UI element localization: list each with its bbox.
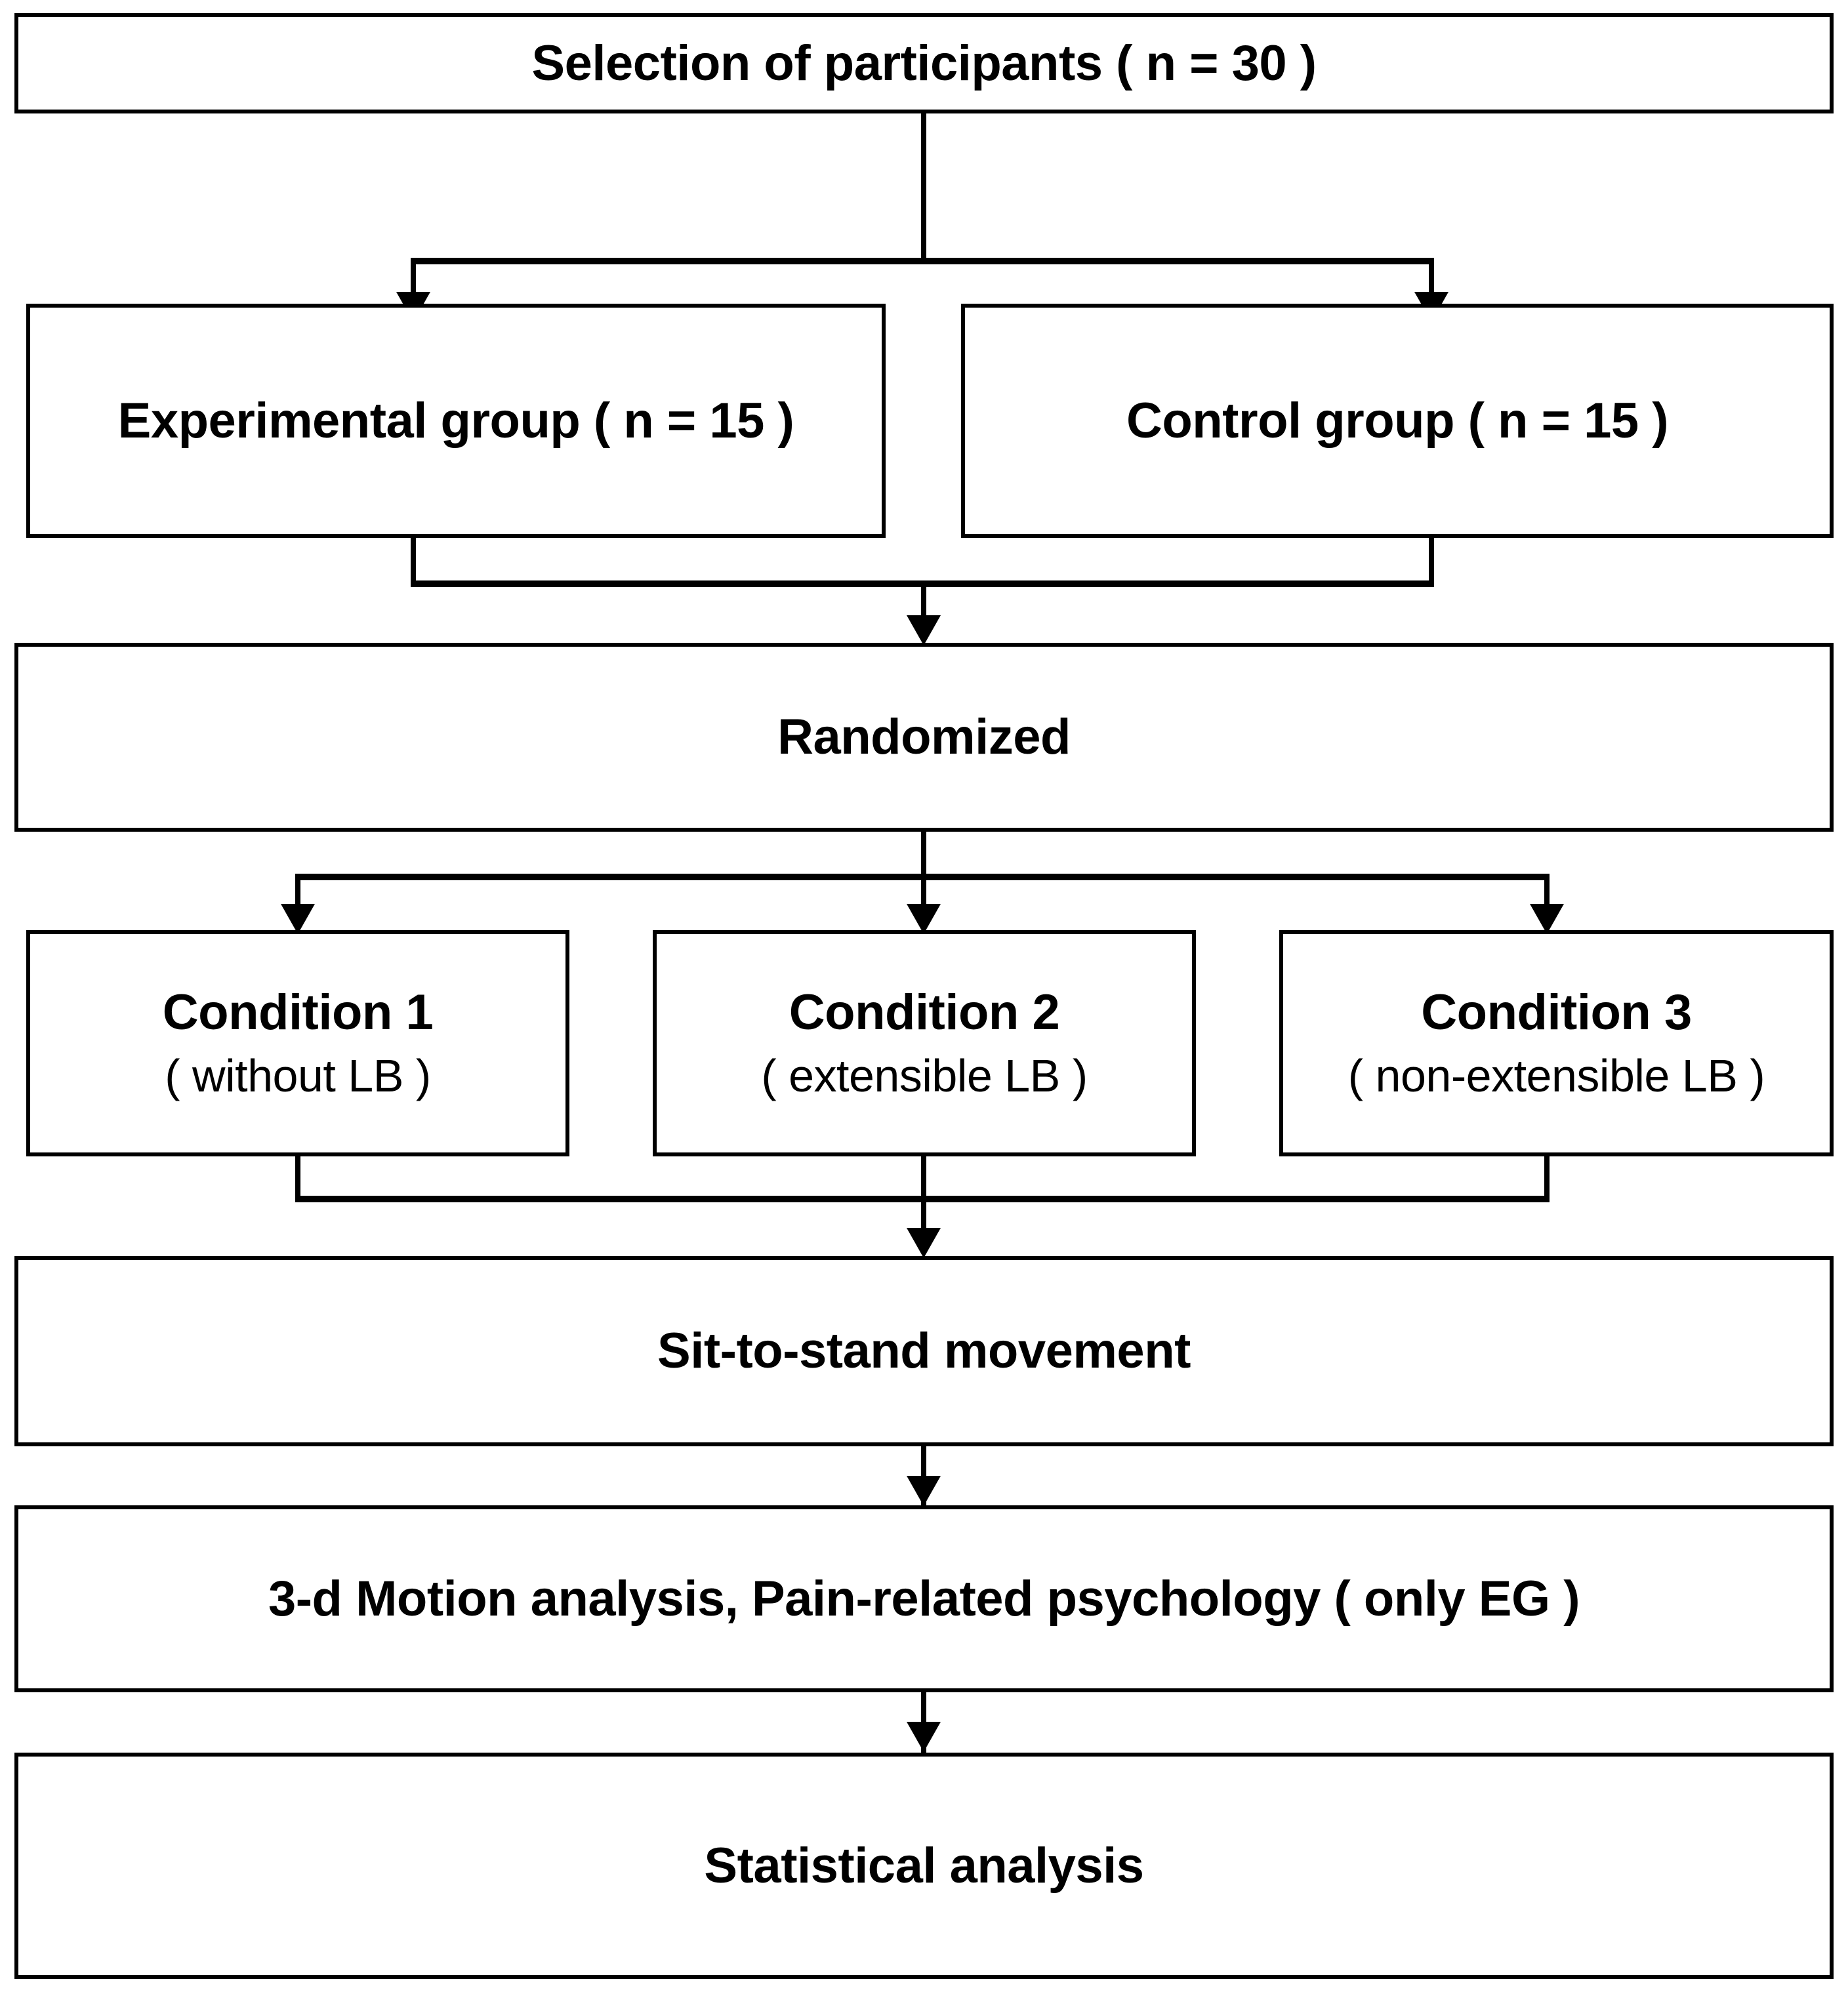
node-control-group-label: Control group ( n = 15 )	[1126, 392, 1669, 449]
node-sit-to-stand-movement: Sit-to-stand movement	[14, 1256, 1834, 1446]
connector-randomized-stem	[921, 580, 926, 620]
connector-condition1-out	[295, 1156, 300, 1202]
connector-condition2-drop	[921, 874, 926, 910]
connector-row2-left-drop	[411, 258, 416, 297]
arrowhead-to-statistical-analysis	[907, 1722, 941, 1752]
arrowhead-to-randomized	[907, 615, 941, 645]
connector-condition2-out	[921, 1156, 926, 1202]
connector-selection-down	[921, 113, 926, 261]
node-motion-analysis-label: 3-d Motion analysis, Pain-related psycho…	[268, 1570, 1580, 1627]
connector-randomized-down	[921, 832, 926, 891]
arrowhead-to-sit-to-stand	[907, 1228, 941, 1258]
connector-condition3-drop	[1544, 874, 1550, 910]
node-condition-3-subtitle: ( non-extensible LB )	[1347, 1050, 1765, 1102]
node-selection-of-participants: Selection of participants ( n = 30 )	[14, 13, 1834, 113]
node-condition-2-subtitle: ( extensible LB )	[761, 1050, 1088, 1102]
node-randomized-label: Randomized	[777, 709, 1071, 765]
connector-condition1-drop	[295, 874, 300, 910]
node-condition-3: Condition 3 ( non-extensible LB )	[1279, 930, 1834, 1156]
node-condition-1: Condition 1 ( without LB )	[26, 930, 569, 1156]
node-control-group: Control group ( n = 15 )	[961, 304, 1834, 538]
connector-sit-to-stand-stem	[921, 1196, 926, 1232]
connector-control-drop	[1429, 538, 1434, 587]
connector-split-bar-row2	[411, 258, 1434, 264]
node-condition-2: Condition 2 ( extensible LB )	[653, 930, 1196, 1156]
arrowhead-to-condition2	[907, 904, 941, 934]
arrowhead-to-analysis	[907, 1476, 941, 1506]
connector-row2-right-drop	[1429, 258, 1434, 297]
node-statistical-analysis: Statistical analysis	[14, 1753, 1834, 1979]
node-condition-3-title: Condition 3	[1421, 985, 1692, 1041]
arrowhead-to-condition3	[1530, 904, 1564, 934]
connector-condition3-out	[1544, 1156, 1550, 1202]
node-statistical-analysis-label: Statistical analysis	[704, 1837, 1144, 1894]
connector-experimental-drop	[411, 538, 416, 587]
node-experimental-group: Experimental group ( n = 15 )	[26, 304, 886, 538]
node-condition-1-title: Condition 1	[162, 985, 434, 1041]
node-motion-analysis: 3-d Motion analysis, Pain-related psycho…	[14, 1505, 1834, 1692]
node-condition-1-subtitle: ( without LB )	[165, 1050, 431, 1102]
arrowhead-to-condition1	[281, 904, 315, 934]
node-randomized: Randomized	[14, 643, 1834, 832]
node-sit-to-stand-label: Sit-to-stand movement	[657, 1323, 1191, 1379]
node-condition-2-title: Condition 2	[789, 985, 1060, 1041]
node-selection-label: Selection of participants ( n = 30 )	[531, 35, 1317, 91]
node-experimental-group-label: Experimental group ( n = 15 )	[117, 392, 794, 449]
